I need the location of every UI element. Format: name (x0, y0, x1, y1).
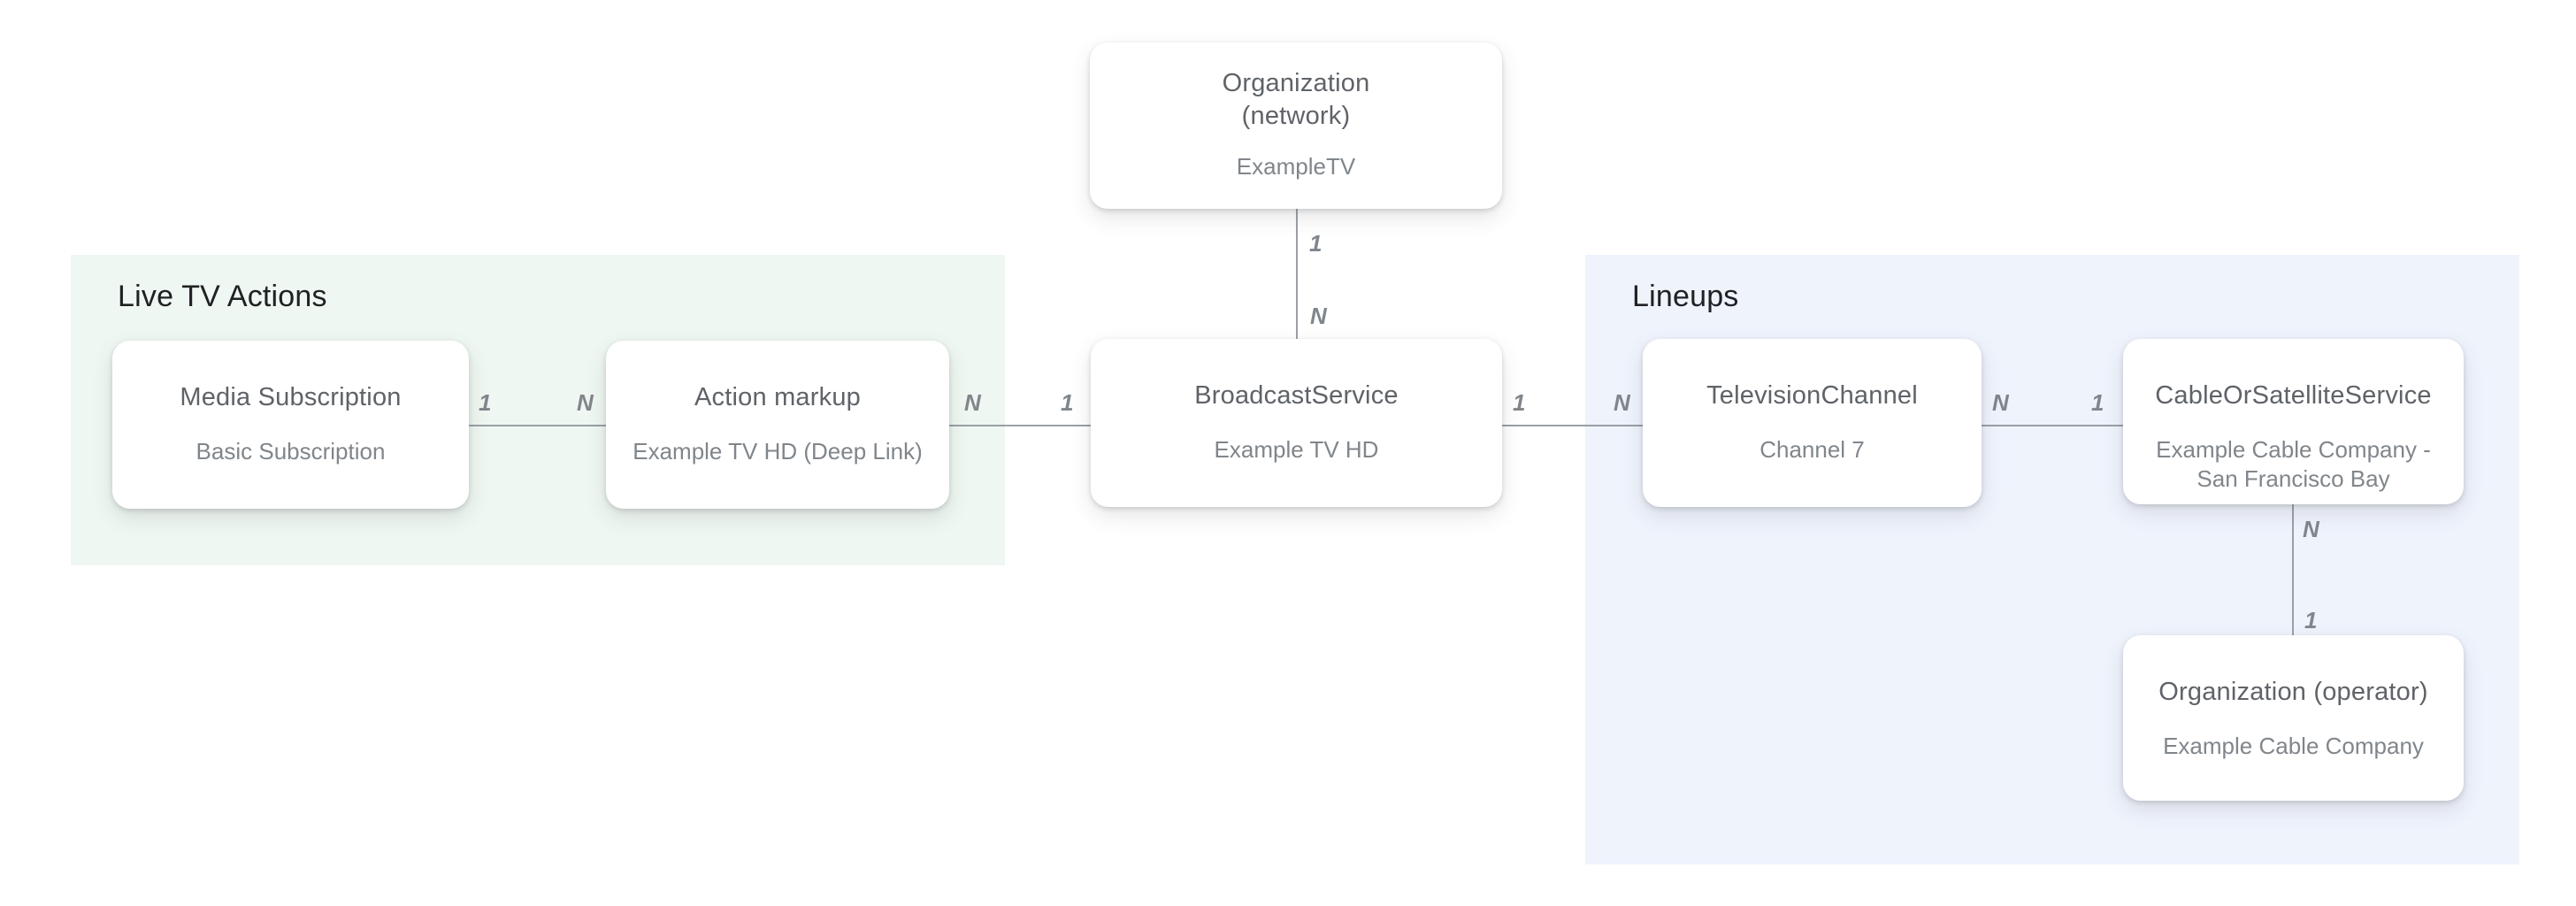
node-title: CableOrSatelliteService (2155, 381, 2432, 410)
cardinality-label: 1 (1061, 389, 1074, 416)
node-title: Organization (network) (1222, 69, 1370, 130)
cardinality-label: N (964, 389, 981, 416)
edge-media-to-action-line (469, 425, 606, 426)
node-subtitle: ExampleTV (1236, 153, 1356, 180)
node-media-subscription: Media Subscription Basic Subscription (112, 341, 469, 509)
node-subtitle: Channel 7 (1760, 436, 1865, 463)
node-subtitle: Example TV HD (1214, 436, 1379, 463)
node-subtitle: Example Cable Company - San Francisco Ba… (2156, 436, 2431, 492)
cardinality-label: 1 (2304, 607, 2318, 633)
node-title: Organization (operator) (2158, 678, 2428, 706)
node-organization-network: Organization (network) ExampleTV (1090, 42, 1502, 209)
cardinality-label: N (1992, 389, 2009, 416)
node-title: Media Subscription (180, 383, 402, 411)
cardinality-label: N (2303, 516, 2319, 542)
edge-broadcast-to-channel-line (1502, 425, 1643, 426)
cardinality-label: 1 (479, 389, 492, 416)
node-action-markup: Action markup Example TV HD (Deep Link) (606, 341, 949, 509)
node-subtitle: Example TV HD (Deep Link) (632, 438, 923, 465)
region-label-lineups: Lineups (1632, 280, 1739, 313)
edge-channel-to-cable-line (1982, 425, 2123, 426)
edge-cable-to-operator-line (2292, 504, 2294, 635)
cardinality-label: N (1614, 389, 1630, 416)
node-subtitle: Basic Subscription (196, 438, 386, 465)
node-title: BroadcastService (1194, 381, 1399, 410)
node-television-channel: TelevisionChannel Channel 7 (1643, 339, 1982, 507)
cardinality-label: N (577, 389, 594, 416)
node-title: TelevisionChannel (1706, 381, 1918, 410)
cardinality-label: 1 (1309, 230, 1322, 257)
cardinality-label: 1 (2091, 389, 2104, 416)
cardinality-label: N (1310, 303, 1327, 329)
edge-action-to-broadcast-line (949, 425, 1091, 426)
node-organization-operator: Organization (operator) Example Cable Co… (2123, 635, 2464, 801)
cardinality-label: 1 (1513, 389, 1526, 416)
edge-network-to-broadcast-line (1296, 209, 1298, 339)
node-broadcast-service: BroadcastService Example TV HD (1091, 339, 1502, 507)
node-subtitle: Example Cable Company (2163, 733, 2424, 759)
node-title: Action markup (694, 383, 861, 411)
node-cable-or-satellite-service: CableOrSatelliteService Example Cable Co… (2123, 339, 2464, 504)
region-label-live-tv-actions: Live TV Actions (118, 280, 327, 313)
